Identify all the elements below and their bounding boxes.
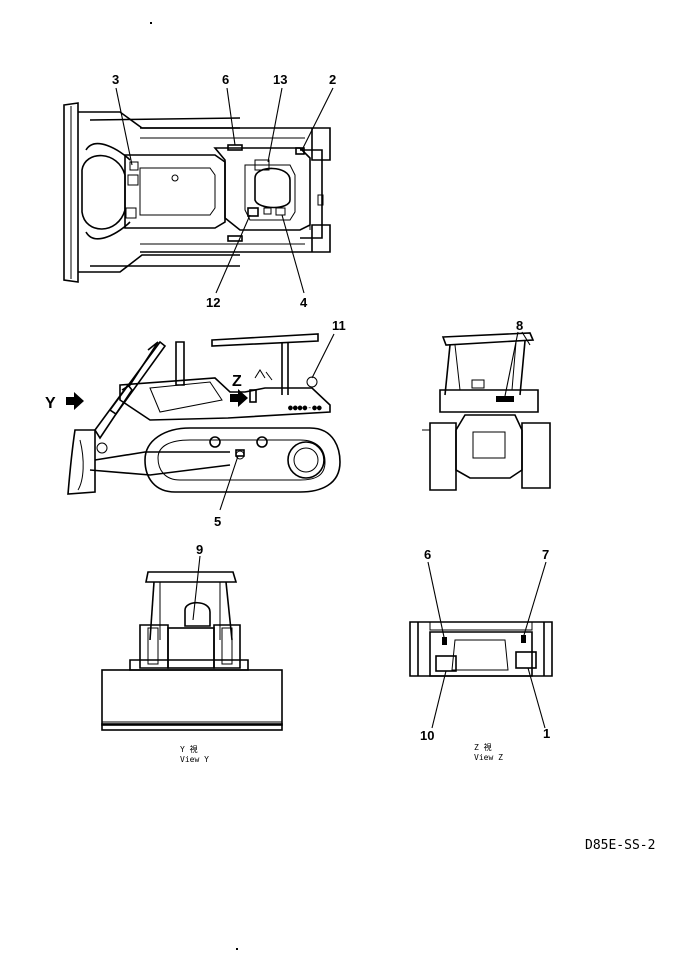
view-z-kanji: Z 視 [474,743,492,752]
callout-13: 13 [273,72,287,87]
direction-markers: Y Z [45,373,248,412]
callout-10: 10 [420,728,434,743]
callout-11: 11 [332,318,346,333]
front-view-y [101,571,283,731]
top-view [63,102,331,283]
y-arrow-icon [66,392,84,410]
callout-4: 4 [300,295,308,310]
leaders-top [115,87,334,294]
z-marker-label: Z [232,373,242,390]
z-arrow-icon [230,389,248,407]
y-marker-label: Y [45,395,56,412]
callout-12: 12 [206,295,220,310]
callout-1: 1 [543,726,550,741]
leaders-view-z [427,561,547,729]
callout-labels: 3 6 13 2 12 4 11 5 8 9 6 7 10 1 [112,72,550,743]
drawing-code: D85E-SS-2 [585,838,655,853]
callout-6-left: 6 [424,547,431,562]
view-z [409,621,553,677]
leaders-side [219,333,335,511]
leaders-view-y [192,555,201,621]
side-view: ●●●●-●● [67,333,341,495]
callout-3: 3 [112,72,119,87]
callout-9: 9 [196,542,203,557]
view-captions: Y 視 View Y Z 視 View Z [180,743,503,764]
view-z-caption: View Z [474,753,503,762]
callout-6-right: 7 [542,547,549,562]
rear-view [422,332,551,491]
view-y-caption: View Y [180,755,209,764]
callout-5: 5 [214,514,221,529]
callout-8: 8 [516,318,523,333]
view-y-kanji: Y 視 [180,745,198,754]
leaders-rear [504,331,531,397]
callout-7: 6 [222,72,229,87]
side-plate-marking: ●●●●-●● [288,403,322,412]
callout-2: 2 [329,72,336,87]
specks [150,22,238,950]
